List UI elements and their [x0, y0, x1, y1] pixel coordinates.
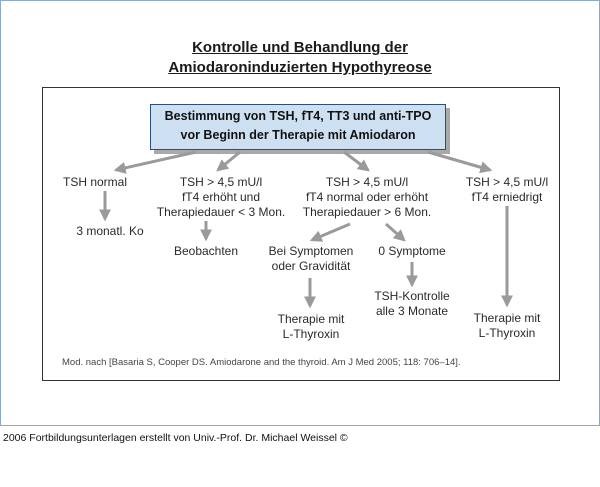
start-box-line-1: Bestimmung von TSH, fT4, TT3 und anti-TP…	[164, 109, 432, 123]
branch1-result: 3 monatl. Ko	[50, 224, 170, 239]
source-citation: Mod. nach [Basaria S, Cooper DS. Amiodar…	[62, 357, 461, 368]
start-box: Bestimmung von TSH, fT4, TT3 und anti-TP…	[150, 104, 446, 150]
branch4-result-line-1: Therapie mit	[473, 311, 541, 325]
branch3-line-2: fT4 normal oder erhöht	[305, 190, 429, 204]
branch4-line-1: TSH > 4,5 mU/l	[465, 175, 549, 189]
branch1-line-1: TSH normal	[62, 175, 127, 189]
branch4-node: TSH > 4,5 mU/l fT4 erniedrigt	[452, 175, 562, 205]
branch2-result: Beobachten	[156, 244, 256, 259]
sub-a-result-line-1: Therapie mit	[277, 312, 345, 326]
sub-a-result-line-2: L-Thyroxin	[282, 327, 340, 341]
copyright-footer: 2006 Fortbildungsunterlagen erstellt von…	[3, 432, 348, 444]
sub-a-result: Therapie mit L-Thyroxin	[256, 312, 366, 342]
branch1-result-text: 3 monatl. Ko	[76, 224, 144, 238]
branch4-result-line-2: L-Thyroxin	[478, 326, 536, 340]
branch2-line-1: TSH > 4,5 mU/l	[179, 175, 263, 189]
branch3-line-1: TSH > 4,5 mU/l	[325, 175, 409, 189]
branch4-line-2: fT4 erniedrigt	[471, 190, 543, 204]
branch3-node: TSH > 4,5 mU/l fT4 normal oder erhöht Th…	[292, 175, 442, 220]
branch2-result-text: Beobachten	[173, 244, 239, 258]
sub-a-line-2: oder Gravidität	[271, 259, 351, 273]
branch3-line-3: Therapiedauer > 6 Mon.	[302, 205, 432, 219]
branch3-sub-a: Bei Symptomen oder Gravidität	[256, 244, 366, 274]
branch3-sub-b: 0 Symptome	[362, 244, 462, 259]
title-line-2: Amiodaroninduzierten Hypothyreose	[168, 59, 432, 76]
arrow-branch3-sub-a	[309, 222, 351, 242]
branch1-node: TSH normal	[50, 175, 140, 190]
arrow-branch3-sub-b	[385, 222, 406, 242]
title-line-1: Kontrolle und Behandlung der	[192, 39, 408, 56]
sub-a-line-1: Bei Symptomen	[268, 244, 354, 258]
arrow-to-branch4	[427, 150, 493, 174]
sub-b-result: TSH-Kontrolle alle 3 Monate	[360, 289, 464, 319]
sub-b-line-1: 0 Symptome	[378, 244, 446, 258]
branch2-line-3: Therapiedauer < 3 Mon.	[156, 205, 286, 219]
arrow-to-branch3	[343, 150, 370, 172]
arrow-to-branch2	[216, 150, 241, 172]
branch2-line-2: fT4 erhöht und	[181, 190, 261, 204]
branch2-node: TSH > 4,5 mU/l fT4 erhöht und Therapieda…	[146, 175, 296, 220]
arrow-to-branch1	[113, 150, 197, 174]
start-box-line-2: vor Beginn der Therapie mit Amiodaron	[180, 128, 416, 142]
branch4-result: Therapie mit L-Thyroxin	[452, 311, 562, 341]
sub-b-result-line-1: TSH-Kontrolle	[374, 289, 450, 303]
sub-b-result-line-2: alle 3 Monate	[375, 304, 449, 318]
